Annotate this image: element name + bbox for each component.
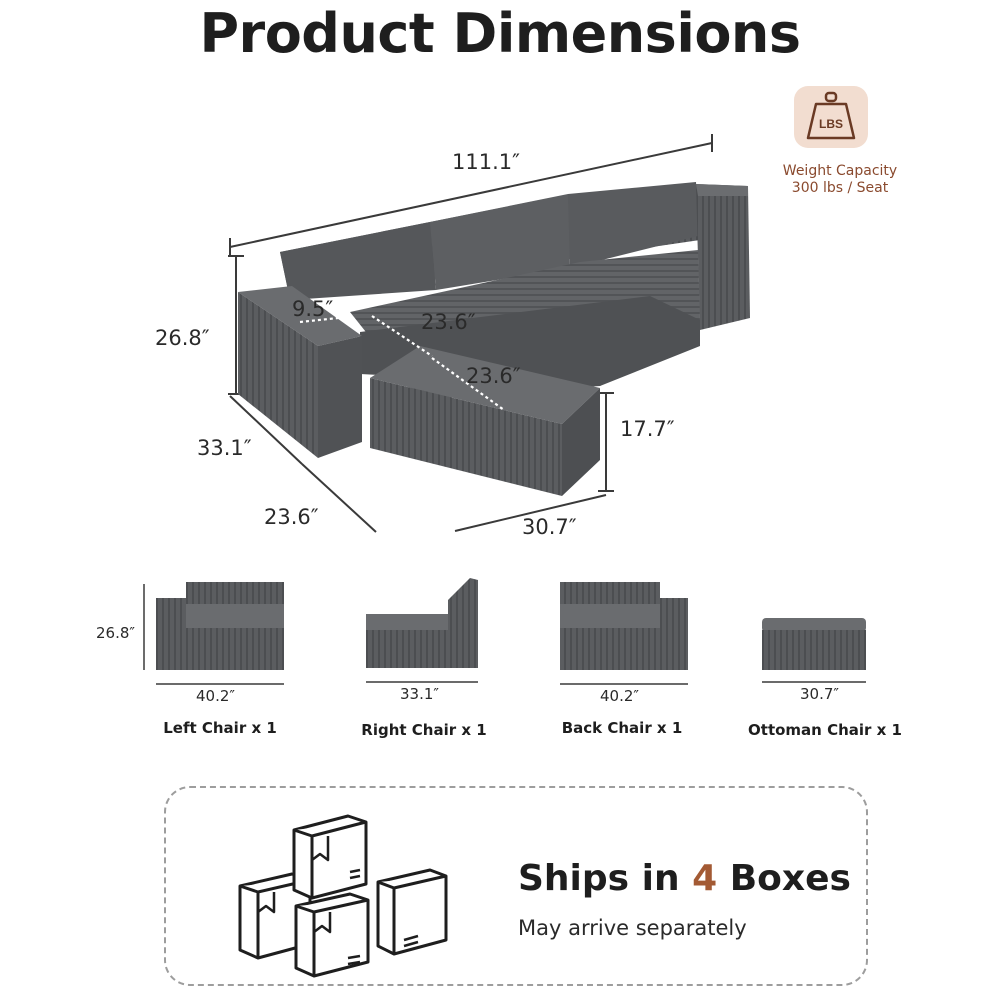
ships-heading: Ships in 4 Boxes	[518, 858, 851, 899]
piece-illustrations	[143, 578, 866, 685]
ottoman-chair-label: Ottoman Chair x 1	[748, 721, 902, 739]
ships-prefix: Ships in	[518, 858, 693, 899]
left-chair-illustration	[143, 582, 284, 685]
back-chair-label: Back Chair x 1	[561, 719, 683, 737]
box-count: 4	[692, 858, 718, 899]
shipping-info-box	[164, 786, 868, 986]
left-chair-width: 40.2″	[196, 687, 236, 705]
back-chair-width: 40.2″	[600, 687, 640, 705]
shipping-note: May arrive separately	[518, 916, 747, 940]
weight-badge: LBS	[794, 86, 868, 148]
ottoman-height-label: 17.7″	[620, 417, 675, 441]
height-label: 26.8″	[155, 326, 210, 350]
ottoman-chair-width: 30.7″	[800, 685, 840, 703]
overall-length-label: 111.1″	[452, 150, 520, 174]
weight-icon: LBS	[806, 91, 856, 140]
left-chair-height: 26.8″	[96, 624, 136, 642]
ships-suffix: Boxes	[717, 858, 851, 899]
right-chair-illustration	[366, 578, 478, 683]
sofa-illustration	[238, 182, 750, 496]
weight-capacity-line2: 300 lbs / Seat	[791, 180, 889, 196]
weight-capacity-line1: Weight Capacity	[782, 163, 898, 179]
left-chair-label: Left Chair x 1	[163, 719, 277, 737]
ottoman-extension-label: 23.6″	[264, 505, 319, 529]
weight-icon-label: LBS	[819, 117, 843, 131]
page-title: Product Dimensions	[199, 2, 801, 65]
right-chair-width: 33.1″	[400, 685, 440, 703]
seat-depth-label: 23.6″	[421, 310, 476, 334]
dimension-lines	[228, 134, 713, 533]
ottoman-width-label: 30.7″	[522, 515, 577, 539]
arm-width-label: 9.5″	[292, 297, 334, 321]
boxes-icon	[238, 814, 448, 978]
depth-label: 33.1″	[197, 436, 252, 460]
right-chair-label: Right Chair x 1	[361, 721, 487, 739]
ottoman-chair-illustration	[762, 618, 866, 683]
weight-capacity-text: Weight Capacity 300 lbs / Seat	[760, 163, 920, 197]
back-chair-illustration	[560, 582, 688, 685]
ottoman-depth-label: 23.6″	[466, 364, 521, 388]
